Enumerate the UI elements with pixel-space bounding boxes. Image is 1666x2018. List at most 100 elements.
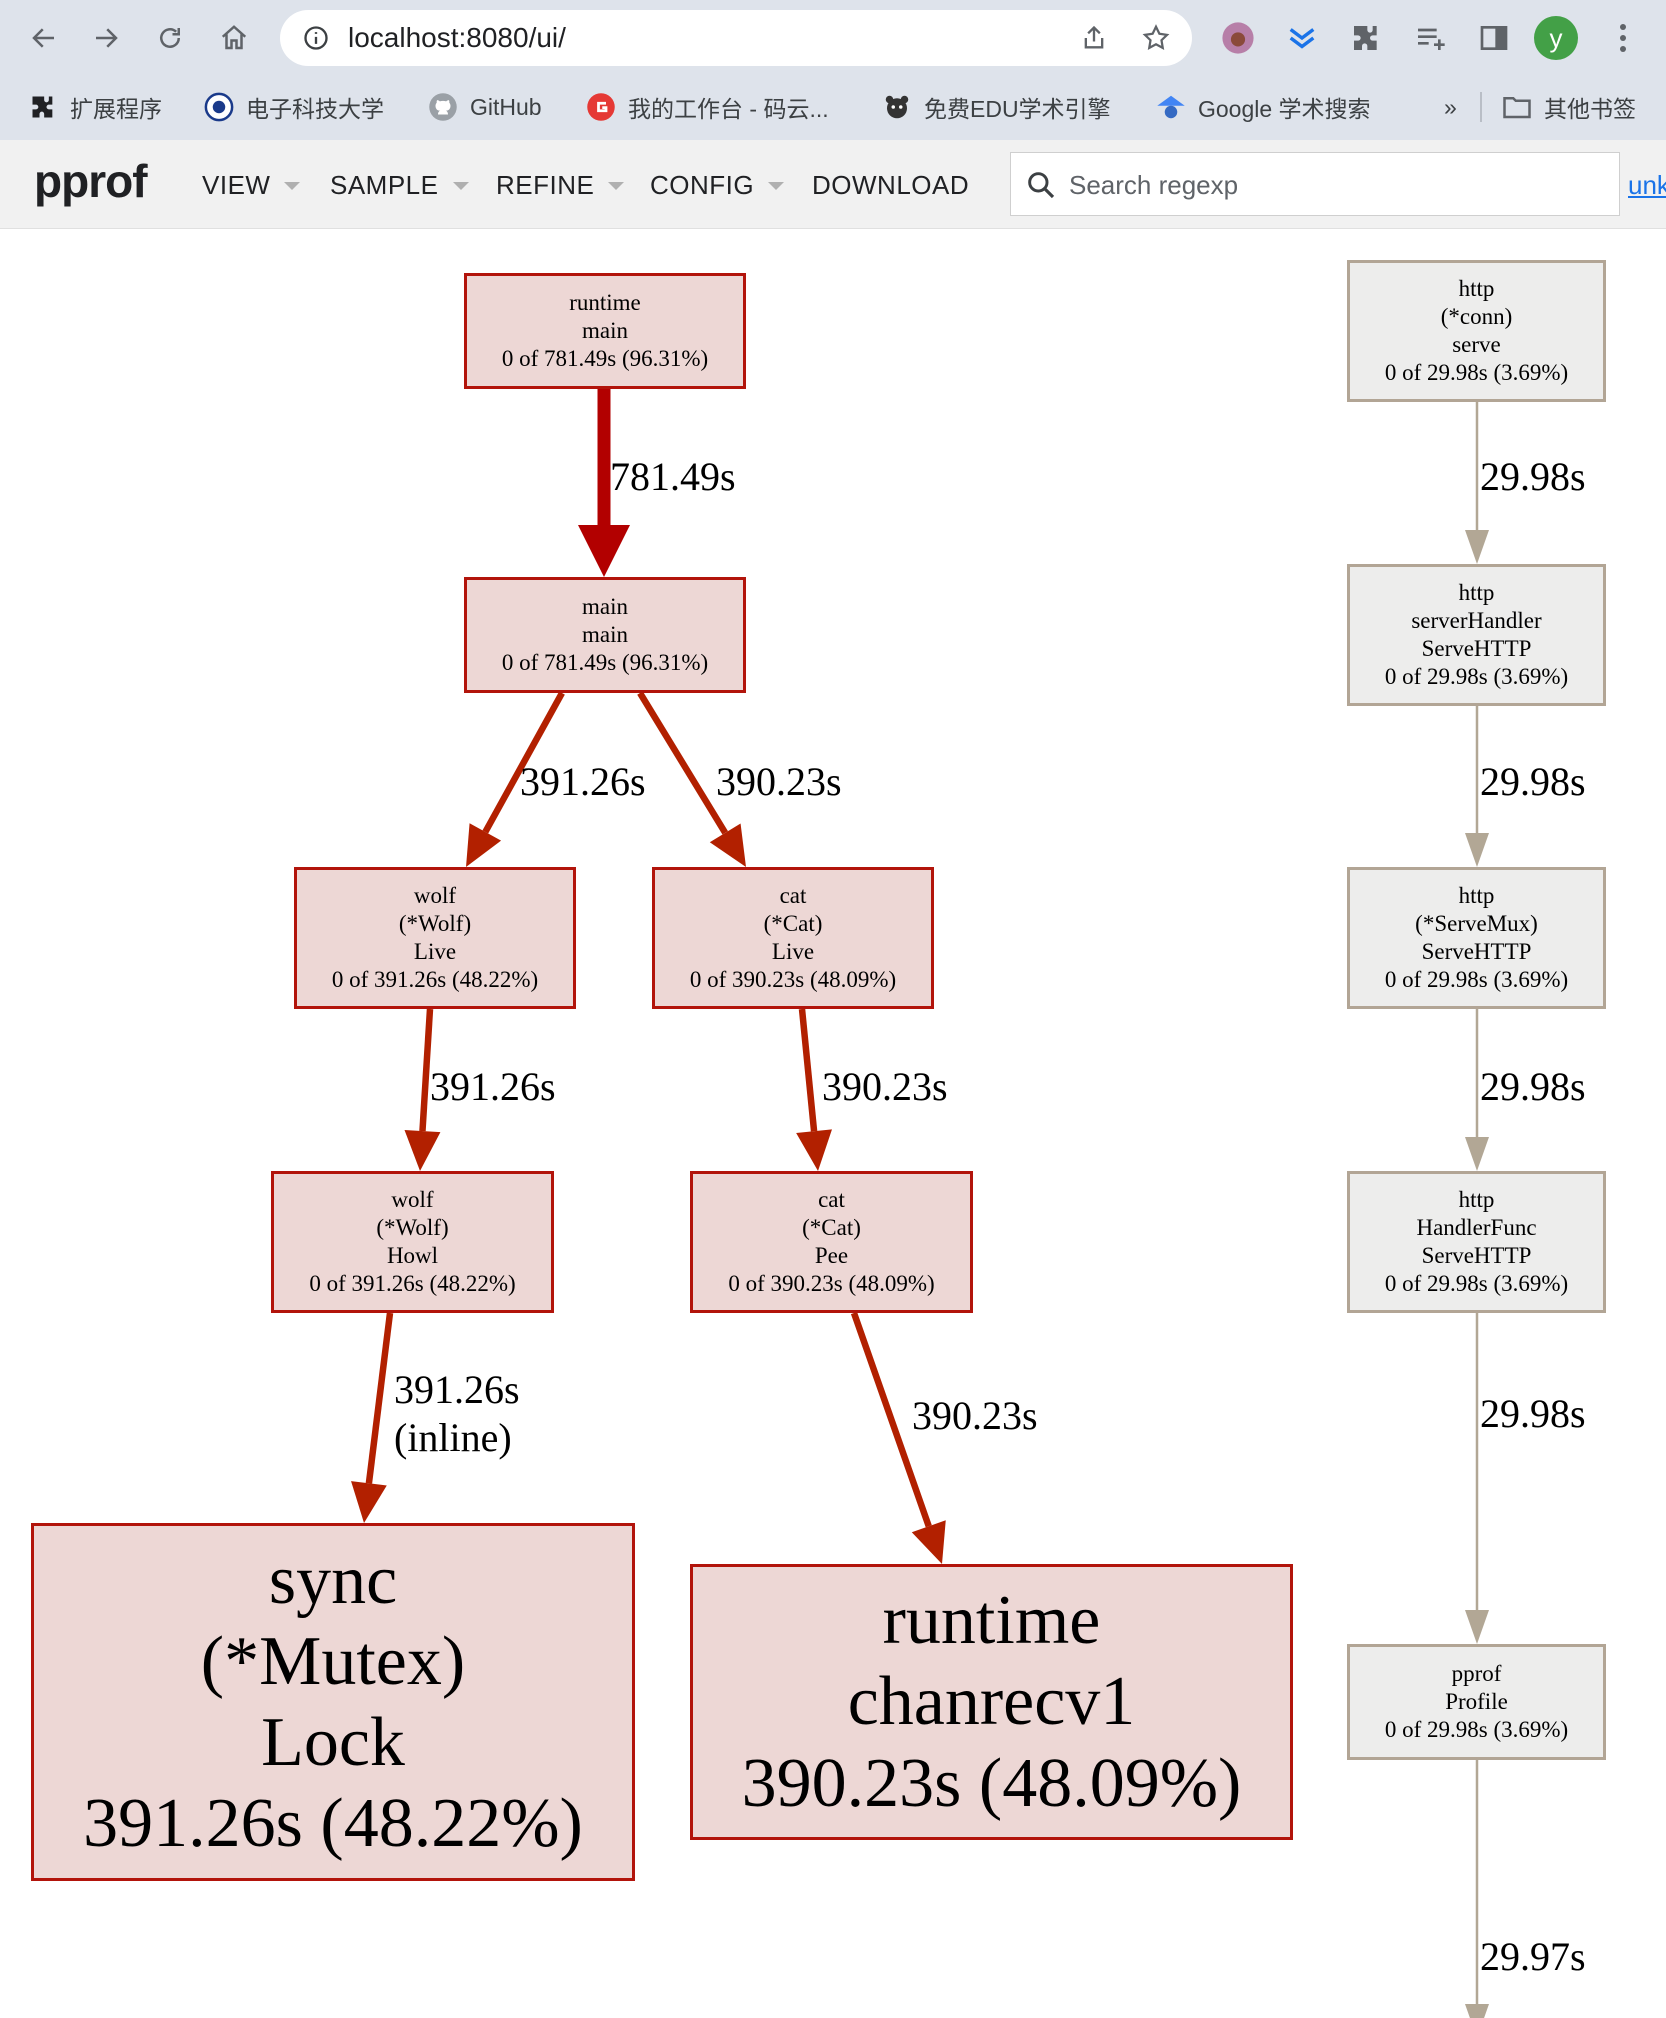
edge-label-line: (inline) <box>394 1415 512 1460</box>
menu-config[interactable]: CONFIG <box>650 168 785 202</box>
edge-line <box>637 691 728 835</box>
edge-main-main-to-cat-live[interactable] <box>637 691 746 867</box>
edge-http-serverhandler-to-http-servemux[interactable] <box>1465 706 1489 867</box>
edge-arrowhead <box>1465 2004 1489 2018</box>
edge-pprof-profile-to-offscreen[interactable] <box>1465 1760 1489 2018</box>
edge-label-line: 29.98s <box>1480 759 1586 804</box>
node-line: Live <box>413 939 457 964</box>
node-line: Lock <box>261 1704 405 1781</box>
bookmark-uestc[interactable]: 电子科技大学 <box>204 88 384 126</box>
edge-label-line: 29.98s <box>1480 1064 1586 1109</box>
bookmark-star-button[interactable] <box>1140 22 1172 54</box>
kebab-dot-icon <box>1620 35 1626 41</box>
edge-arrowhead <box>578 525 630 577</box>
node-line: http <box>1458 275 1495 301</box>
gitee-icon <box>586 92 616 122</box>
edge-http-handlerfunc-to-pprof-profile[interactable] <box>1465 1313 1489 1644</box>
bookmark-label: 电子科技大学 <box>246 96 384 122</box>
edge-wolf-live-to-wolf-howl[interactable] <box>404 1008 441 1171</box>
extension-download-button[interactable] <box>1282 18 1322 58</box>
reading-list-button[interactable] <box>1410 18 1450 58</box>
edge-label: 29.98s <box>1480 758 1586 806</box>
menu-sample-label: SAMPLE <box>330 169 439 200</box>
menu-download[interactable]: DOWNLOAD <box>812 168 969 202</box>
node-line: Live <box>771 939 815 964</box>
university-logo-icon <box>204 92 234 122</box>
edge-label: 391.26s <box>430 1063 556 1111</box>
bookmark-github[interactable]: GitHub <box>428 88 542 126</box>
other-bookmarks-folder[interactable]: 其他书签 <box>1502 88 1636 126</box>
extensions-button[interactable] <box>1346 18 1386 58</box>
bookmark-extensions[interactable]: 扩展程序 <box>28 88 162 126</box>
edge-line <box>482 691 565 834</box>
omnibox[interactable]: localhost:8080/ui/ <box>280 10 1192 66</box>
menu-sample[interactable]: SAMPLE <box>330 168 469 202</box>
edge-label: 781.49s <box>610 453 736 501</box>
extension-bear-button[interactable] <box>1218 18 1258 58</box>
edge-label: 390.23s <box>716 758 842 806</box>
node-line: cat <box>779 882 807 908</box>
edge-label-line: 29.98s <box>1480 454 1586 499</box>
more-bookmarks-button[interactable]: » <box>1444 88 1457 126</box>
edge-arrowhead <box>1465 530 1489 564</box>
chevron-down-icon <box>284 182 301 190</box>
profile-avatar[interactable]: y <box>1534 16 1578 60</box>
node-line: runtime <box>569 289 641 315</box>
browser-menu-button[interactable] <box>1608 18 1638 58</box>
forward-button[interactable] <box>86 18 126 58</box>
edge-http-servemux-to-http-handlerfunc[interactable] <box>1465 1009 1489 1171</box>
url-text[interactable]: localhost:8080/ui/ <box>348 22 566 53</box>
edge-cat-live-to-cat-pee[interactable] <box>796 1008 832 1171</box>
graph-edges <box>351 389 1489 2018</box>
edge-arrowhead <box>351 1481 387 1523</box>
node-line: ServeHTTP <box>1421 939 1532 964</box>
node-line: 0 of 29.98s (3.69%) <box>1384 360 1569 386</box>
edge-main-main-to-wolf-live[interactable] <box>466 691 565 867</box>
edge-http-conn-serve-to-http-serverhandler[interactable] <box>1465 402 1489 564</box>
reload-button[interactable] <box>150 18 190 58</box>
bookmark-edu-engine[interactable]: 免费EDU学术引擎 <box>882 88 1111 126</box>
menu-view[interactable]: VIEW <box>202 168 301 202</box>
node-line: 0 of 29.98s (3.69%) <box>1384 1271 1569 1297</box>
address-row: localhost:8080/ui/ y <box>0 0 1666 77</box>
edge-arrowhead <box>1465 833 1489 867</box>
forward-arrow-icon <box>96 28 118 48</box>
side-panel-button[interactable] <box>1474 18 1514 58</box>
home-button[interactable] <box>214 18 254 58</box>
profile-name-link[interactable]: unknown <box>1628 170 1666 200</box>
edge-line <box>365 1312 394 1484</box>
back-button[interactable] <box>24 18 64 58</box>
menu-view-label: VIEW <box>202 169 271 200</box>
folder-icon <box>1502 92 1532 122</box>
bookmark-gitee[interactable]: 我的工作台 - 码云... <box>586 88 829 126</box>
node-line: 0 of 29.98s (3.69%) <box>1384 664 1569 690</box>
edge-runtime-main-to-main-main[interactable] <box>578 389 630 577</box>
search-input[interactable] <box>1067 161 1611 209</box>
node-line: pprof <box>1451 1660 1502 1686</box>
share-button[interactable] <box>1078 22 1110 54</box>
node-line: (*Wolf) <box>398 910 472 936</box>
search-icon <box>1028 172 1055 199</box>
node-line: 391.26s (48.22%) <box>83 1785 583 1863</box>
menu-refine[interactable]: REFINE <box>496 168 625 202</box>
info-icon[interactable] <box>302 24 330 52</box>
edge-wolf-howl-to-sync-mutex-lock[interactable] <box>351 1312 394 1523</box>
home-icon <box>221 25 247 50</box>
edge-arrowhead <box>404 1129 441 1171</box>
edge-cat-pee-to-runtime-chanrecv1[interactable] <box>850 1311 946 1564</box>
bookmark-google-scholar[interactable]: Google 学术搜索 <box>1156 88 1371 126</box>
